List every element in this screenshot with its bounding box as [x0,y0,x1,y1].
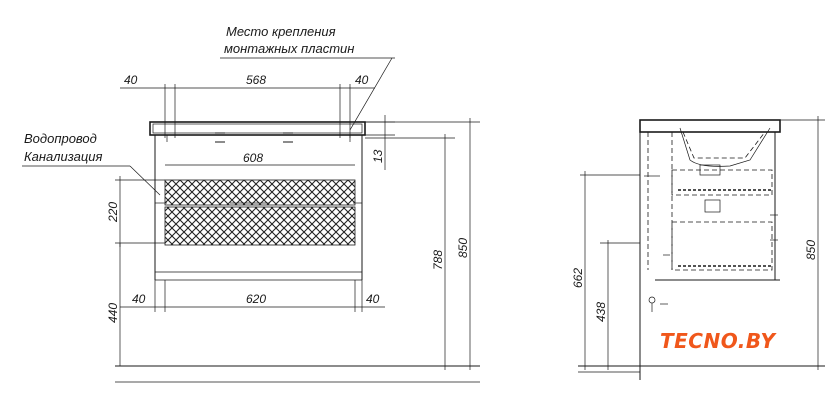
front-view: 40 568 40 608 13 220 40 620 40 440 [22,24,480,383]
front-drawer-lower [164,206,356,246]
label-mount-plates-line2: монтажных пластин [224,41,354,56]
side-drain-height: 662 [571,268,585,288]
front-drawer-upper [164,179,356,206]
front-top-thickness: 13 [371,149,385,163]
front-bottom-width: 620 [246,292,266,306]
front-total-height: 850 [456,238,470,258]
front-bottom-right-offset: 40 [366,292,380,306]
front-bottom-left-offset: 40 [132,292,146,306]
side-view: 662 438 850 [571,116,825,380]
front-top-width: 568 [246,73,266,87]
front-inner-width: 608 [243,151,263,165]
front-top-left-offset: 40 [124,73,138,87]
front-countertop [149,121,366,136]
front-pipe-zone-height: 220 [106,202,120,223]
label-sewerage: Канализация [24,149,102,164]
side-drawer-lower [671,221,773,271]
side-drawer-upper [671,169,773,196]
label-mount-plates-line1: Место крепления [226,24,336,39]
front-height-to-plates: 788 [431,250,445,270]
brand-logo: TECNO.BY [660,329,778,353]
side-countertop [639,119,781,133]
front-floor-to-zone: 440 [106,303,120,323]
side-total-height: 850 [804,240,818,260]
front-top-right-offset: 40 [355,73,369,87]
label-water-supply: Водопровод [24,131,97,146]
side-supply-height: 438 [594,302,608,322]
